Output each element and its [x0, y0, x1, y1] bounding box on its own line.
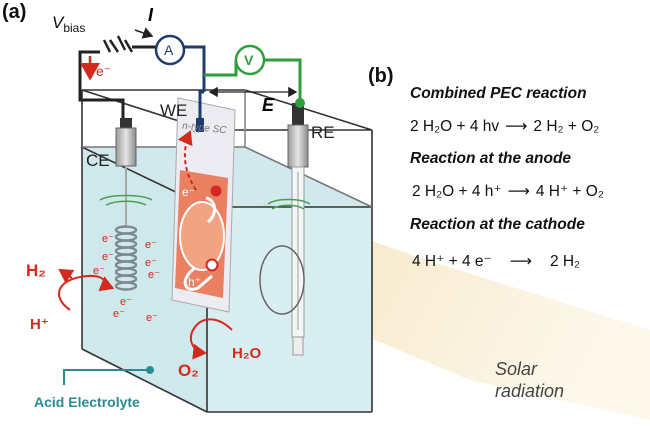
electron-flow-label: e⁻ [96, 63, 112, 79]
electrolyte-pointer [63, 369, 150, 385]
cathode-electron-8: e⁻ [113, 308, 125, 320]
cathode-arrow: ⟶ [509, 253, 532, 270]
voltmeter-label: V [244, 52, 254, 68]
cathode-heading: Reaction at the cathode [410, 216, 585, 233]
voltmeter-circle [234, 44, 266, 76]
ammeter-label: A [164, 42, 174, 58]
h2o-label: H₂O [232, 345, 262, 362]
anode-arrow: ⟶ [507, 183, 530, 200]
cathode-equation: 4 H⁺ + 4 e⁻ ⟶ 2 H₂ [412, 252, 580, 271]
combined-rhs: 2 H₂ + O₂ [533, 118, 600, 135]
anode-rhs: 4 H⁺ + O₂ [535, 183, 604, 200]
we-label: WE [160, 101, 188, 120]
re-body [287, 124, 309, 168]
current-arrow [134, 27, 154, 39]
sc-hole-circle [205, 258, 219, 272]
o2-label: O₂ [178, 361, 199, 380]
re-reflection [259, 245, 305, 315]
anode-heading: Reaction at the anode [410, 150, 572, 167]
cathode-electron-7: e⁻ [120, 296, 132, 308]
electrolyte-water-front [207, 207, 372, 412]
re-tip [292, 336, 304, 356]
vbias-label: Vbias [52, 13, 86, 35]
electron-transfer-arrow [177, 130, 197, 191]
combined-heading: Combined PEC reaction [410, 85, 587, 102]
cathode-rhs: 2 H₂ [549, 253, 581, 270]
electrolyte-label: Acid Electrolyte [34, 394, 140, 410]
electrolyte-dot [146, 366, 154, 374]
sc-charge-path [183, 196, 216, 291]
re-label: RE [311, 123, 335, 142]
sc-electron-label: e⁻ [182, 185, 196, 199]
cathode-electron-2: e⁻ [145, 239, 157, 251]
combined-lhs: 2 H₂O + 4 hv [410, 118, 500, 135]
cathode-electron-5: e⁻ [93, 265, 105, 277]
cathode-electron-9: e⁻ [146, 312, 158, 324]
ce-coil [114, 225, 138, 291]
ammeter-circle [154, 34, 186, 66]
re-cap [292, 103, 304, 127]
cathode-lhs: 4 H⁺ + 4 e⁻ [412, 253, 492, 270]
ripples [99, 194, 311, 210]
re-junction [295, 98, 305, 108]
ce-body [115, 127, 137, 167]
sc-electron-dot [210, 185, 222, 197]
h2-release-arrow [58, 268, 75, 284]
panel-b-label: (b) [368, 65, 394, 87]
hplus-label: H⁺ [30, 316, 49, 333]
field-label: E [262, 95, 275, 115]
panel-a-label: (a) [2, 1, 27, 23]
h2-label: H₂ [26, 261, 46, 280]
ce-label: CE [86, 151, 110, 170]
current-label: I [148, 5, 154, 25]
cathode-electron-4: e⁻ [145, 257, 157, 269]
ce-cap [120, 118, 132, 130]
cathode-electron-1: e⁻ [102, 233, 114, 245]
anode-lhs: 2 H₂O + 4 h⁺ [412, 183, 502, 200]
cell-box [81, 89, 373, 413]
combined-equation: 2 H₂O + 4 hv ⟶ 2 H₂ + O₂ [410, 117, 599, 136]
anode-equation: 2 H₂O + 4 h⁺ ⟶ 4 H⁺ + O₂ [412, 182, 604, 201]
sc-illuminated-spot [179, 201, 225, 271]
wire-blue [183, 45, 206, 92]
we-clip [196, 118, 204, 132]
combined-arrow: ⟶ [505, 118, 528, 135]
battery-symbol [102, 35, 134, 53]
cathode-electron-6: e⁻ [148, 269, 160, 281]
cathode-electron-3: e⁻ [102, 251, 114, 263]
wire-black [78, 50, 125, 118]
solar-label-line1: Solar [495, 359, 538, 379]
o2-evolution-arrow [190, 318, 233, 360]
solar-label-line2: radiation [495, 381, 565, 401]
h2-evolution-arrow [58, 274, 115, 311]
sc-hole-label: h⁺ [188, 275, 202, 289]
